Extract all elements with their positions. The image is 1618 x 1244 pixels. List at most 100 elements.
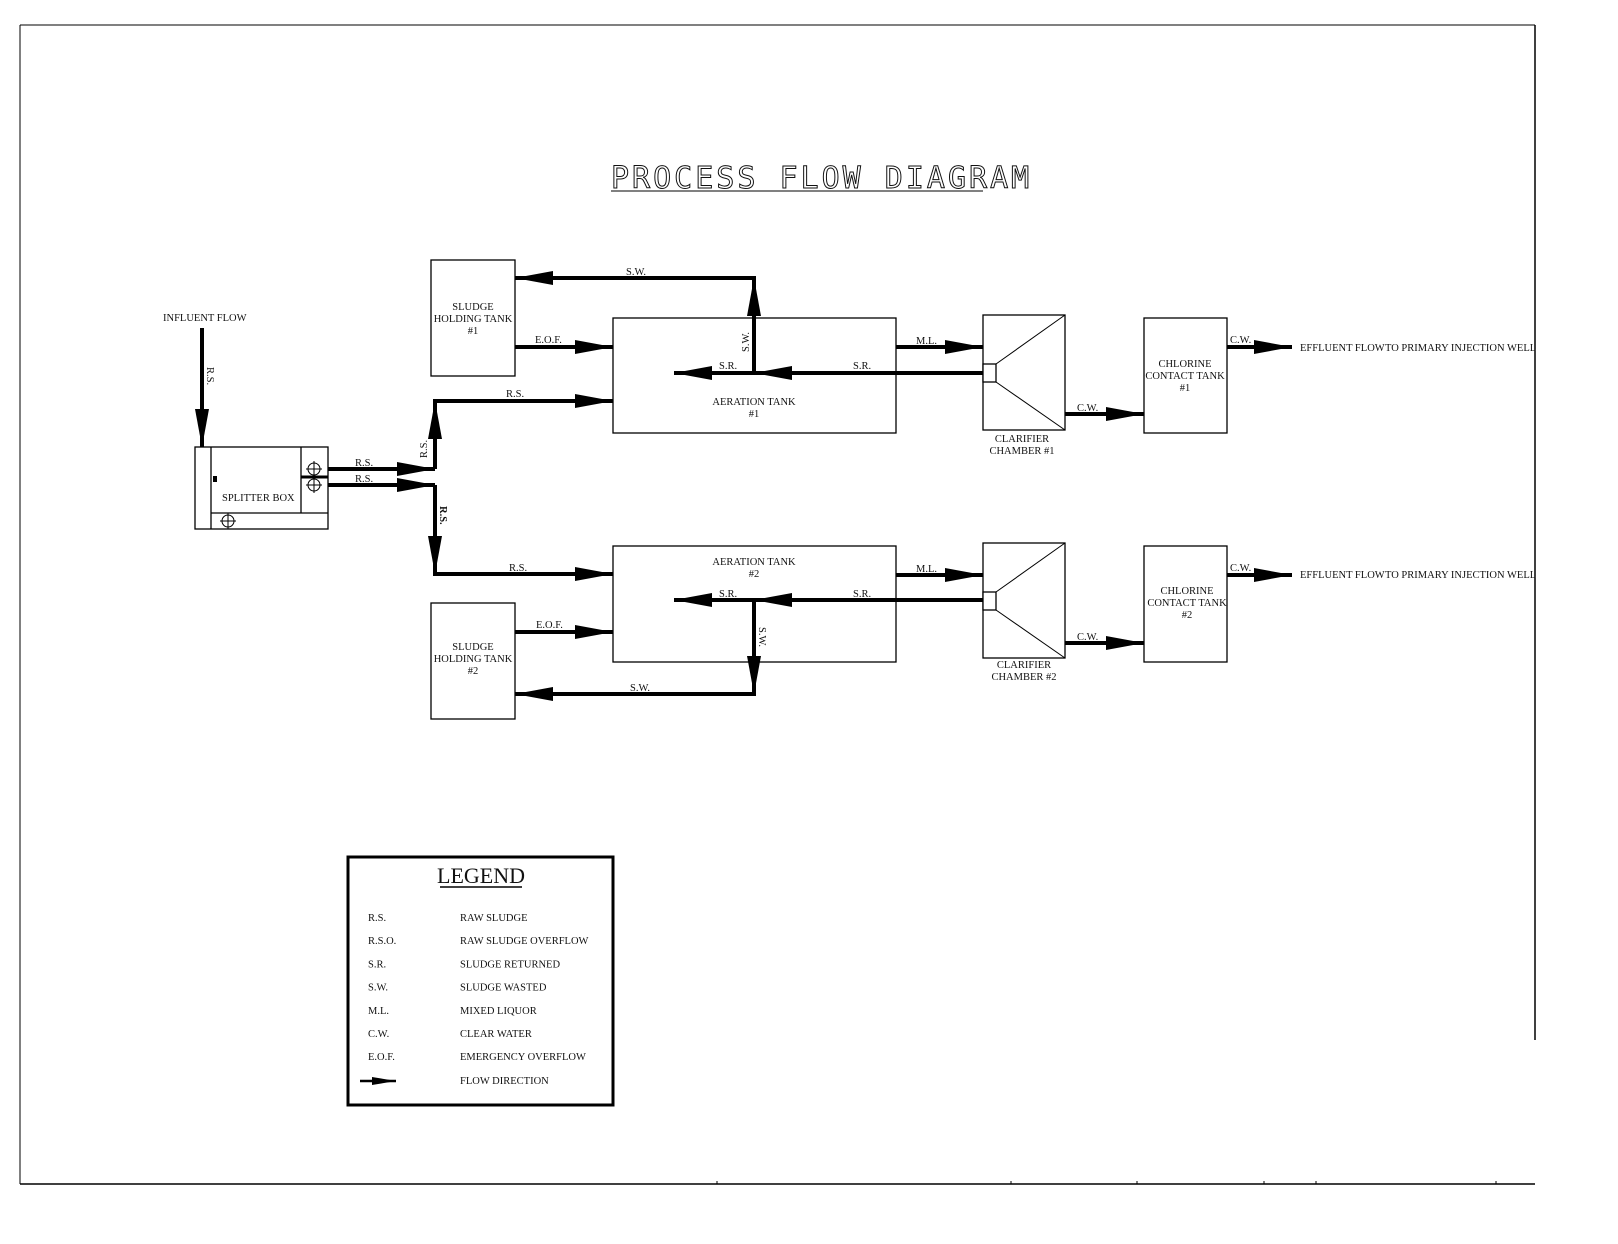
flow-arrow-icon: [428, 401, 442, 439]
flow-arrow-icon: [575, 567, 613, 581]
clarifier-chamber-1: CLARIFIER CHAMBER #1: [982, 314, 1066, 457]
rs-label: R.S.: [419, 440, 430, 458]
svg-text:#2: #2: [468, 666, 479, 677]
ml-label: M.L.: [916, 564, 937, 575]
legend-row: S.W. SLUDGE WASTED: [368, 983, 547, 994]
rs-label: R.S.: [509, 563, 527, 574]
svg-text:#1: #1: [468, 326, 479, 337]
legend-abbr: C.W.: [368, 1029, 389, 1040]
cw-label: C.W.: [1077, 632, 1098, 643]
flow-direction-arrow-icon: [372, 1077, 396, 1085]
legend-abbr: S.R.: [368, 959, 386, 970]
svg-text:CONTACT TANK: CONTACT TANK: [1145, 371, 1225, 382]
valve-icon: [220, 513, 236, 529]
svg-text:#1: #1: [1180, 383, 1191, 394]
svg-text:CLARIFIER: CLARIFIER: [995, 434, 1049, 445]
sr-label: S.R.: [853, 589, 871, 600]
sw-label: S.W.: [630, 683, 650, 694]
flow-arrow-icon: [945, 568, 983, 582]
clarifier-chamber-2: CLARIFIER CHAMBER #2: [982, 542, 1066, 683]
legend-row: E.O.F. EMERGENCY OVERFLOW: [368, 1052, 586, 1063]
sw-label: S.W.: [741, 332, 752, 352]
legend-abbr: S.W.: [368, 983, 388, 994]
influent-line-label: R.S.: [204, 367, 215, 385]
valve-icon: [306, 461, 322, 477]
flow-arrow-icon: [945, 340, 983, 354]
legend-meaning: RAW SLUDGE: [460, 913, 528, 924]
effluent-destination: TO PRIMARY INJECTION WELL: [1385, 570, 1536, 581]
legend-abbr: R.S.O.: [368, 936, 396, 947]
flow-arrow-icon: [1106, 636, 1144, 650]
svg-text:CHLORINE: CHLORINE: [1160, 586, 1213, 597]
legend-meaning: EMERGENCY OVERFLOW: [460, 1052, 586, 1063]
ml-label: M.L.: [916, 336, 937, 347]
sw-label: S.W.: [626, 267, 646, 278]
flow-arrow-icon: [1106, 407, 1144, 421]
treatment-train-2: AERATION TANK #2 SLUDGE HOLDING TANK #2 …: [430, 542, 1536, 720]
legend-row: R.S. RAW SLUDGE: [368, 913, 528, 924]
eof-label: E.O.F.: [536, 620, 563, 631]
legend-row: M.L. MIXED LIQUOR: [368, 1006, 537, 1017]
flow-arrow-icon: [515, 687, 553, 701]
svg-text:AERATION TANK: AERATION TANK: [712, 397, 796, 408]
svg-text:HOLDING TANK: HOLDING TANK: [434, 654, 513, 665]
svg-text:SLUDGE: SLUDGE: [452, 302, 493, 313]
legend-meaning: FLOW DIRECTION: [460, 1076, 549, 1087]
influent-label: INFLUENT FLOW: [163, 313, 247, 324]
flow-arrow-icon: [575, 340, 613, 354]
splitter-box: SPLITTER BOX: [194, 446, 329, 530]
drawing-border: [19, 24, 1536, 1185]
svg-text:CHLORINE: CHLORINE: [1158, 359, 1211, 370]
influent-arrow-icon: [195, 409, 209, 447]
svg-text:#1: #1: [749, 409, 760, 420]
flow-arrow-icon: [1254, 568, 1292, 582]
svg-text:CONTACT TANK: CONTACT TANK: [1147, 598, 1227, 609]
effluent-label: EFFLUENT FLOW: [1300, 570, 1385, 581]
legend-row: S.R.SLUDGE RETURNED: [368, 959, 560, 970]
diagram-title: PROCESS FLOW DIAGRAM: [611, 161, 1030, 197]
flow-arrow-icon: [575, 625, 613, 639]
legend-abbr: M.L.: [368, 1006, 389, 1017]
sludge-holding-tank-1: SLUDGE HOLDING TANK #1: [430, 259, 516, 377]
svg-text:AERATION TANK: AERATION TANK: [712, 557, 796, 568]
svg-text:CHAMBER #2: CHAMBER #2: [991, 672, 1056, 683]
sr-label: S.R.: [853, 361, 871, 372]
flow-arrow-icon: [575, 394, 613, 408]
legend-row: R.S.O. RAW SLUDGE OVERFLOW: [368, 936, 589, 947]
legend-meaning: SLUDGE WASTED: [460, 983, 547, 994]
rs-label: R.S.: [355, 474, 373, 485]
effluent-label: EFFLUENT FLOW: [1300, 343, 1385, 354]
cw-label: C.W.: [1230, 335, 1251, 346]
rs-label: R.S.: [506, 389, 524, 400]
svg-text:HOLDING TANK: HOLDING TANK: [434, 314, 513, 325]
legend-row: C.W. CLEAR WATER: [368, 1029, 532, 1040]
legend-row-flow-direction: FLOW DIRECTION: [360, 1076, 549, 1087]
eof-label: E.O.F.: [535, 335, 562, 346]
svg-text:SLUDGE: SLUDGE: [452, 642, 493, 653]
cw-label: C.W.: [1077, 403, 1098, 414]
legend-abbr: R.S.: [368, 913, 386, 924]
svg-text:CHAMBER #1: CHAMBER #1: [989, 446, 1054, 457]
sr-label: S.R.: [719, 361, 737, 372]
sr-label: S.R.: [719, 589, 737, 600]
flow-arrow-icon: [515, 271, 553, 285]
splitter-outputs: R.S. R.S. R.S. R.S.: [328, 399, 613, 576]
legend-meaning: MIXED LIQUOR: [460, 1006, 537, 1017]
svg-text:#2: #2: [1182, 610, 1193, 621]
flow-arrow-icon: [428, 536, 442, 574]
flow-arrow-icon: [747, 656, 761, 694]
flow-arrow-icon: [1254, 340, 1292, 354]
sw-label: S.W.: [756, 627, 767, 647]
legend-meaning: RAW SLUDGE OVERFLOW: [460, 936, 589, 947]
legend-meaning: CLEAR WATER: [460, 1029, 532, 1040]
legend-abbr: E.O.F.: [368, 1052, 395, 1063]
valve-icon: [306, 477, 322, 493]
flow-arrow-icon: [397, 462, 435, 476]
chlorine-contact-tank-2: CHLORINE CONTACT TANK #2: [1143, 545, 1228, 663]
influent-flow: INFLUENT FLOW R.S.: [163, 313, 247, 447]
svg-text:CLARIFIER: CLARIFIER: [997, 660, 1051, 671]
flow-arrow-icon: [747, 278, 761, 316]
flow-arrow-icon: [397, 478, 435, 492]
